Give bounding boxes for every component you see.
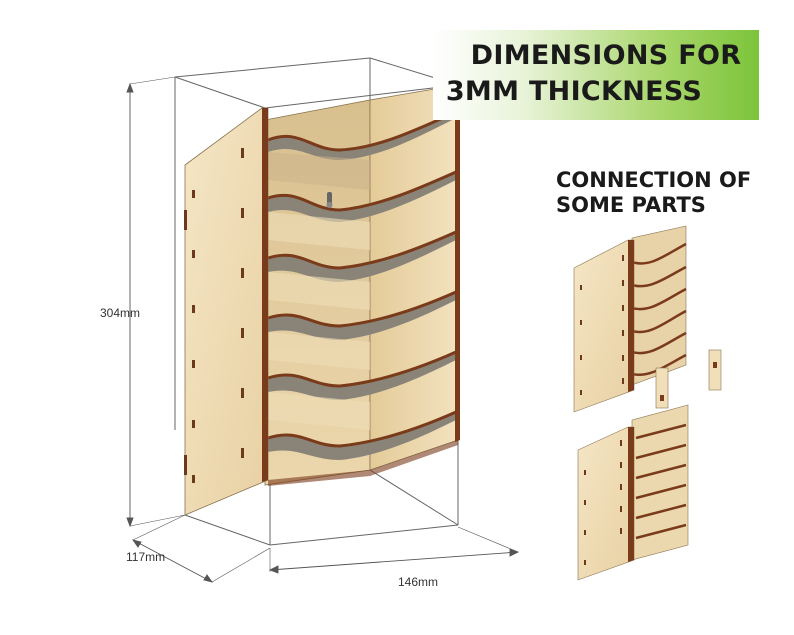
- shelves: [267, 110, 457, 460]
- bottom-plate: [268, 440, 458, 486]
- depth-dimension-label: 117mm: [126, 550, 166, 564]
- connection-detail-bottom: [577, 404, 689, 581]
- title-banner: DIMENSIONS FOR 3MM THICKNESS: [433, 30, 759, 120]
- shelf-1: [267, 110, 457, 190]
- shelf-6: [267, 410, 457, 460]
- banner-title-line-2: 3MM THICKNESS: [445, 76, 703, 107]
- connection-heading-line-2: SOME PARTS: [556, 193, 706, 217]
- width-dimension-label: 146mm: [398, 575, 439, 589]
- shelf-4: [267, 290, 457, 340]
- height-dimension-label: 304mm: [100, 306, 141, 320]
- shelf-2: [267, 170, 457, 222]
- connection-detail-top: [573, 225, 722, 413]
- shelf-5: [267, 350, 457, 400]
- connection-heading-line-1: CONNECTION OF: [556, 168, 752, 192]
- banner-title-line-1: DIMENSIONS FOR: [470, 40, 742, 71]
- connection-heading: CONNECTION OF SOME PARTS: [556, 168, 751, 218]
- shelf-3: [267, 230, 457, 282]
- dimension-lines: [126, 76, 520, 583]
- right-panel-edge: [455, 84, 460, 442]
- left-side-panel: [184, 107, 269, 516]
- wall-hook: [326, 192, 333, 208]
